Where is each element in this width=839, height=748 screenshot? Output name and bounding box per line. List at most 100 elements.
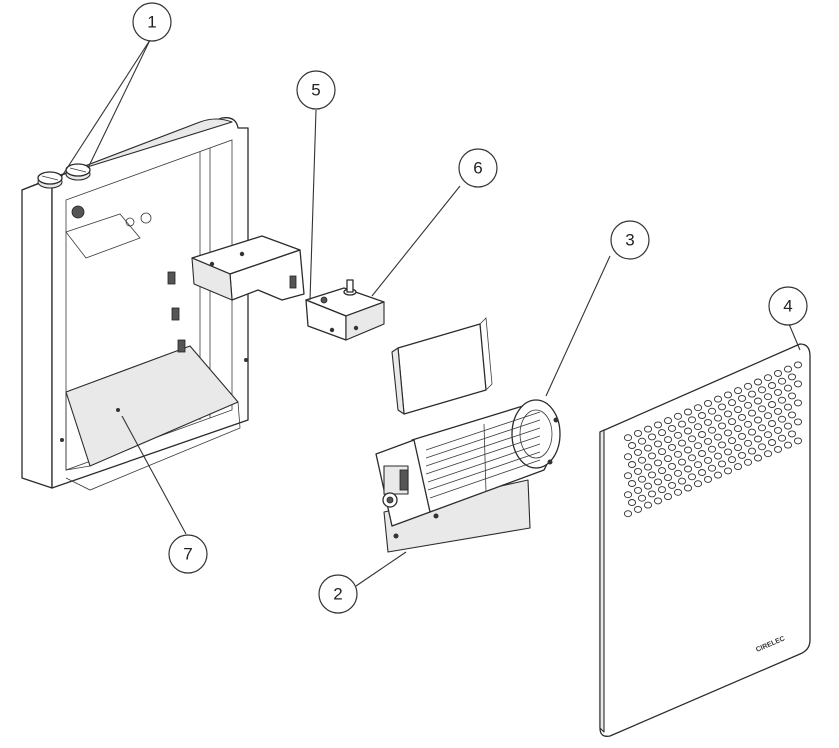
grille-hole [723,467,733,475]
grille-hole [653,459,663,467]
grille-hole [743,401,753,409]
grille-hole [723,429,733,437]
grille-hole [657,467,667,475]
grille-hole [783,441,793,449]
grille-hole [693,480,703,488]
grille-hole [773,369,783,377]
grille-hole [627,480,637,487]
grille-hole [687,473,697,481]
knob-icon [37,171,63,189]
grille-hole [733,425,743,433]
grille-hole [693,423,703,431]
grille-hole [723,448,733,456]
grille-hole [767,382,777,389]
grille-hole [783,365,793,373]
grille-hole [787,430,797,438]
callout-2: 2 [318,574,358,614]
grille-hole [707,464,717,472]
grille-hole [777,377,787,385]
grille-hole [627,499,637,506]
grille-hole [647,471,657,479]
grille-hole [633,505,643,513]
grille-hole [637,437,647,445]
svg-text:7: 7 [183,545,192,564]
grille-hole [663,455,673,463]
grille-hole [667,462,677,470]
grille-hole [623,510,633,518]
grille-hole [767,420,777,427]
grille-hole [647,490,657,498]
grille-hole [777,434,787,442]
svg-text:2: 2 [333,585,342,604]
knob-icon [65,163,91,181]
deflector-plate [391,317,493,415]
grille-hole [787,373,797,381]
grille-hole [793,437,803,445]
grille-hole [703,437,713,445]
grille-hole [657,486,667,494]
grille-hole [667,443,677,451]
grille-hole [737,451,747,459]
tangential-fan [375,399,561,553]
grille-hole [717,403,727,411]
grille-hole [777,415,787,423]
mounting-bracket [191,235,305,301]
grille-hole [783,384,793,392]
grille-hole [657,448,667,456]
grille-hole [673,431,683,439]
grille-hole [717,422,727,430]
grille-hole [747,409,757,417]
grille-hole [733,406,743,414]
grille-hole [623,453,633,461]
grille-hole [643,501,653,509]
grille-hole [697,431,707,438]
grille-hole [687,416,697,424]
grille-hole [653,497,663,505]
grille-hole [693,442,703,450]
svg-text:1: 1 [147,13,156,32]
grille-hole [693,461,703,469]
grille-hole [737,413,747,421]
front-grille-panel: CIRELEC [599,343,811,737]
callout-6: 6 [458,148,498,188]
grille-hole [687,435,697,443]
grille-hole [753,416,763,424]
grille-hole [727,399,737,407]
grille-hole [757,386,767,394]
grille-hole [743,382,753,390]
grille-hole [647,433,657,441]
grille-hole [683,484,693,492]
thermostat-switch [305,279,385,341]
svg-text:5: 5 [311,81,320,100]
grille-hole [723,410,733,418]
grille-hole [737,432,747,440]
callout-7: 7 [168,534,208,574]
grille-hole [773,426,783,434]
callout-5: 5 [296,70,336,110]
grille-hole [757,424,767,432]
grille-hole [647,452,657,460]
grille-hole [683,427,693,435]
grille-hole [777,396,787,404]
grille-hole [697,450,707,457]
grille-hole [663,474,673,482]
grille-hole [763,450,773,458]
grille-hole [787,392,797,400]
grille-hole [767,439,777,446]
grille-hole [757,443,767,451]
grille-hole [673,469,683,477]
grille-hole [793,361,803,369]
grille-hole [637,456,647,464]
grille-hole [623,491,633,499]
grille-hole [763,412,773,420]
grille-hole [683,408,693,416]
grille-hole [663,436,673,444]
grille-hole [763,431,773,439]
grille-hole [747,390,757,398]
grille-hole [743,439,753,447]
grille-hole [753,378,763,386]
callout-1: 1 [132,2,172,42]
svg-text:6: 6 [473,159,482,178]
grille-hole [643,482,653,490]
